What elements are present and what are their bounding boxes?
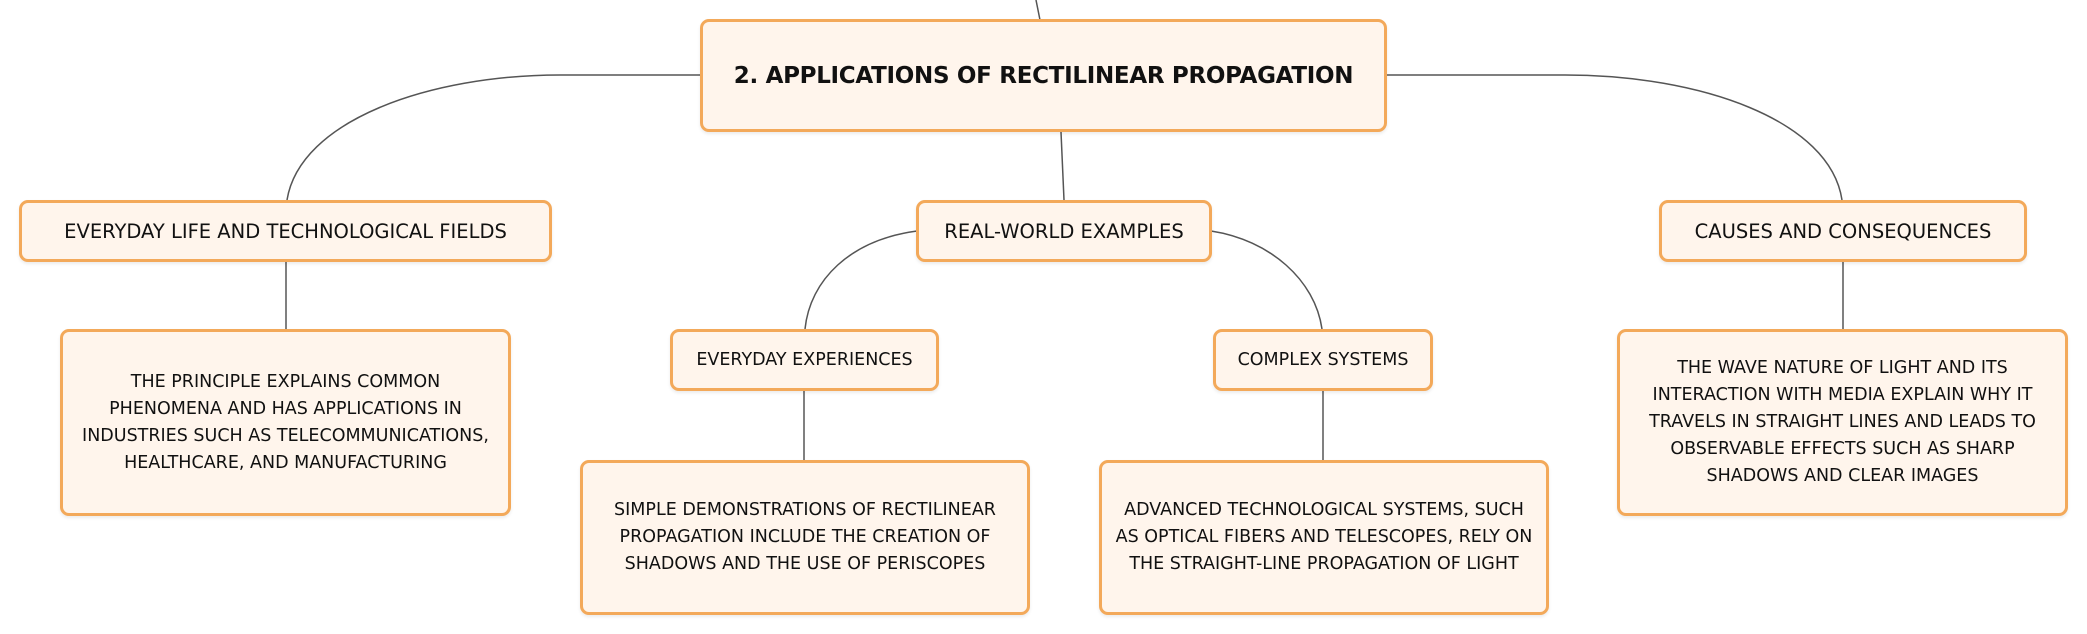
root-node[interactable]: 2. APPLICATIONS OF RECTILINEAR PROPAGATI… <box>700 19 1387 132</box>
branch-causes-and-consequences[interactable]: CAUSES AND CONSEQUENCES <box>1659 200 2027 262</box>
connector-real-world-to-complex-systems <box>1210 230 1323 330</box>
branch-real-world-examples-label: REAL-WORLD EXAMPLES <box>944 219 1184 243</box>
branch-everyday-life-label: EVERYDAY LIFE AND TECHNOLOGICAL FIELDS <box>64 219 507 243</box>
sub-complex-systems-label: COMPLEX SYSTEMS <box>1237 350 1409 370</box>
detail-everyday-life-text: THE PRINCIPLE EXPLAINS COMMON PHENOMENA … <box>82 371 489 473</box>
detail-complex-systems-text: ADVANCED TECHNOLOGICAL SYSTEMS, SUCH AS … <box>1115 500 1533 574</box>
detail-causes-and-consequences[interactable]: THE WAVE NATURE OF LIGHT AND ITS INTERAC… <box>1617 329 2068 516</box>
connector-root-to-everyday-life <box>286 74 700 201</box>
connector-root-to-real-world <box>1060 131 1065 201</box>
branch-real-world-examples[interactable]: REAL-WORLD EXAMPLES <box>916 200 1212 262</box>
branch-causes-and-consequences-label: CAUSES AND CONSEQUENCES <box>1694 219 1992 243</box>
detail-complex-systems[interactable]: ADVANCED TECHNOLOGICAL SYSTEMS, SUCH AS … <box>1099 460 1549 615</box>
detail-everyday-life[interactable]: THE PRINCIPLE EXPLAINS COMMON PHENOMENA … <box>60 329 511 516</box>
sub-everyday-experiences-label: EVERYDAY EXPERIENCES <box>696 350 913 370</box>
connector-root-to-causes <box>1387 74 1843 201</box>
sub-complex-systems[interactable]: COMPLEX SYSTEMS <box>1213 329 1433 391</box>
detail-everyday-experiences-text: SIMPLE DEMONSTRATIONS OF RECTILINEAR PRO… <box>614 500 996 574</box>
detail-everyday-experiences[interactable]: SIMPLE DEMONSTRATIONS OF RECTILINEAR PRO… <box>580 460 1030 615</box>
root-title: 2. APPLICATIONS OF RECTILINEAR PROPAGATI… <box>733 62 1354 89</box>
sub-everyday-experiences[interactable]: EVERYDAY EXPERIENCES <box>670 329 939 391</box>
detail-causes-and-consequences-text: THE WAVE NATURE OF LIGHT AND ITS INTERAC… <box>1649 358 2036 486</box>
connector-real-world-to-everyday-experiences <box>804 230 918 330</box>
connector-parent-to-root <box>1035 0 1041 21</box>
branch-everyday-life[interactable]: EVERYDAY LIFE AND TECHNOLOGICAL FIELDS <box>19 200 552 262</box>
